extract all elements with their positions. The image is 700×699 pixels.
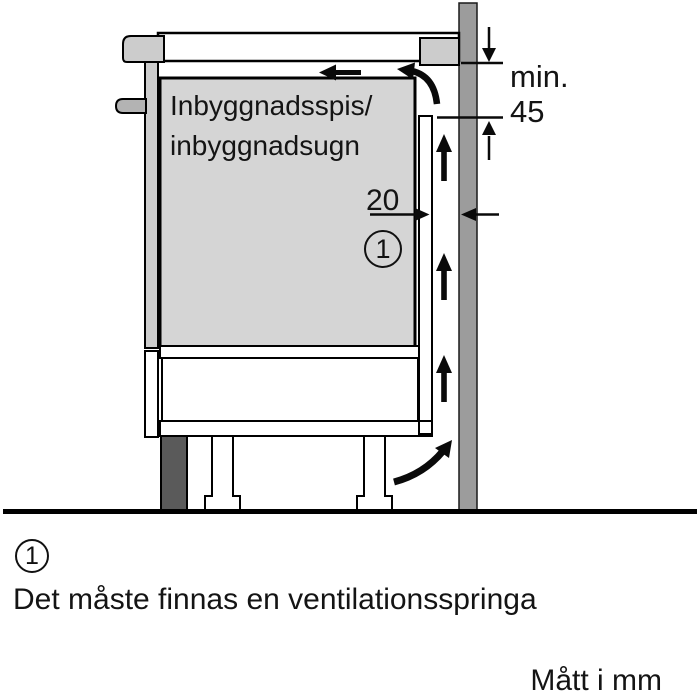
dimension-min45-arrowheads xyxy=(482,48,496,135)
legend-note: Det måste finnas en ventilationsspringa xyxy=(13,583,537,616)
airflow-up-arrow xyxy=(436,134,452,181)
oven-door xyxy=(144,61,159,349)
min-dimension-label: min. xyxy=(510,59,569,94)
oven-door-handle xyxy=(114,98,147,114)
dimension-20-arrowheads xyxy=(415,208,476,221)
countertop xyxy=(156,31,461,63)
dimension-min45 xyxy=(437,27,503,160)
wall xyxy=(458,2,478,511)
legend-callout-number: 1 xyxy=(25,541,39,570)
airflow-up-arrow xyxy=(436,253,452,300)
units-note: Mått i mm xyxy=(530,664,662,697)
appliance-label: Inbyggnadsspis/ inbyggnadsugn xyxy=(170,90,373,161)
countertop-rear-spacer xyxy=(419,37,460,66)
drawer-box xyxy=(161,357,419,423)
floor-line xyxy=(3,509,697,514)
callout-1-marker: 1 xyxy=(364,230,402,268)
countertop-front-trim xyxy=(122,35,165,63)
min-dimension-value: 45 xyxy=(510,94,545,129)
drawer-front xyxy=(144,350,159,438)
callout-1-number: 1 xyxy=(375,233,391,264)
legend-callout-marker: 1 xyxy=(15,539,49,573)
cabinet-leg-rear xyxy=(356,435,393,511)
airflow-curved-arrow-bottom xyxy=(393,440,452,486)
cabinet-bottom-shelf xyxy=(159,420,433,437)
gap-dimension-value: 20 xyxy=(366,184,400,217)
oven-base-shelf xyxy=(159,345,420,359)
plinth xyxy=(160,435,188,511)
airflow-left-arrow xyxy=(319,64,361,81)
airflow-up-arrow xyxy=(436,355,452,402)
cabinet-leg-front xyxy=(204,435,241,511)
airflow-curved-arrow-top xyxy=(397,62,441,105)
cabinet-back-panel xyxy=(418,115,433,435)
